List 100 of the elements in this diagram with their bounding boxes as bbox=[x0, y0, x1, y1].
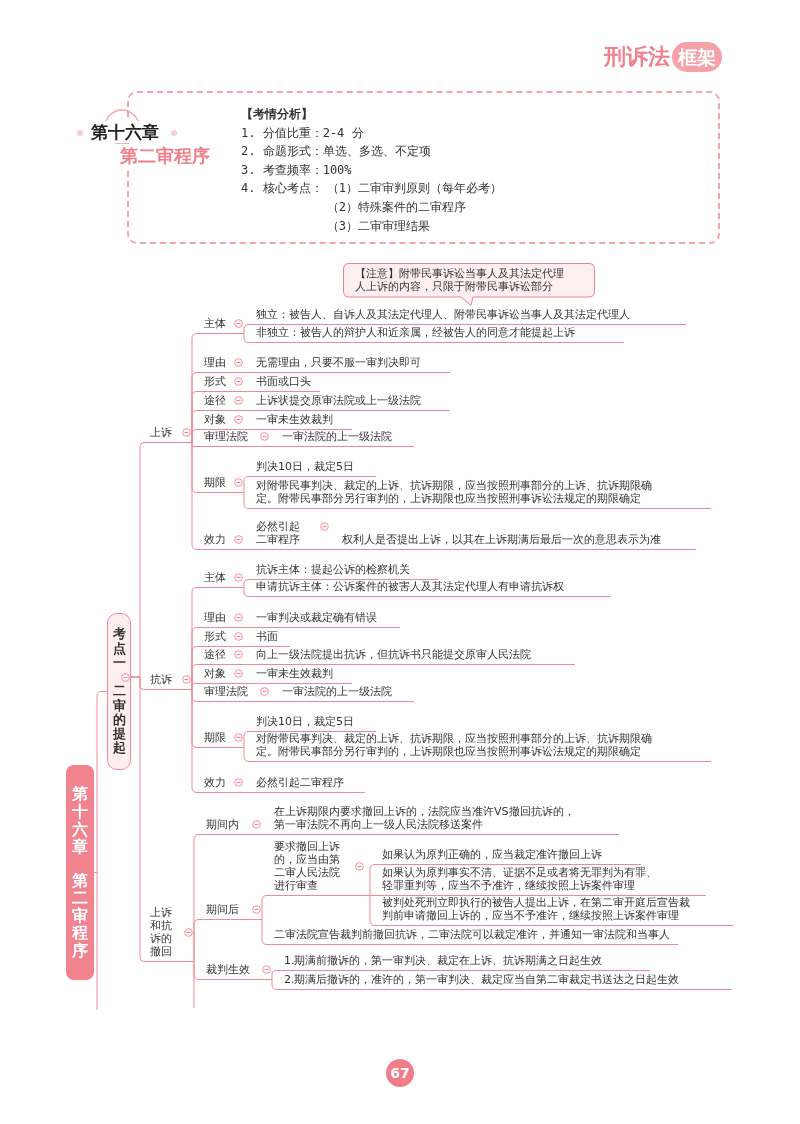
underlined-topic bbox=[276, 430, 414, 447]
connector-line bbox=[191, 442, 199, 550]
connector-line bbox=[243, 731, 251, 748]
topic-text: 效力 bbox=[204, 533, 226, 546]
connector-line bbox=[243, 372, 251, 373]
underlined-topic bbox=[198, 667, 244, 684]
connector-line bbox=[243, 333, 251, 343]
topic-text: 审理法院 bbox=[204, 685, 248, 698]
topic-text: 途径 bbox=[204, 394, 226, 407]
underlined-topic bbox=[200, 963, 272, 980]
connector-line bbox=[243, 429, 251, 430]
topic-text: 必然引起二审程序 bbox=[256, 776, 344, 789]
panel-heading: 【考情分析】 bbox=[241, 106, 313, 123]
connector-line bbox=[93, 691, 108, 873]
topic-label: 考点一 bbox=[112, 627, 126, 671]
banner-text: 第十六章 bbox=[72, 785, 88, 856]
connector-line bbox=[243, 747, 251, 762]
underlined-topic bbox=[198, 648, 244, 665]
underlined-topic bbox=[376, 896, 733, 926]
topic-text: 期间后 bbox=[206, 903, 239, 916]
topic-text: 期限 bbox=[204, 731, 226, 744]
connector-line bbox=[243, 391, 251, 392]
underlined-topic bbox=[250, 715, 376, 732]
underlined-topic bbox=[250, 520, 330, 550]
topic-text: 要求撤回上诉的，应当由第二审人民法院进行审查 bbox=[274, 840, 341, 892]
underlined-topic bbox=[250, 308, 686, 325]
topic-text: 上诉和抗诉的撤回 bbox=[150, 906, 173, 958]
underlined-topic bbox=[198, 413, 244, 430]
connector-line bbox=[243, 476, 251, 493]
connector-line bbox=[243, 627, 251, 628]
underlined-topic bbox=[250, 648, 575, 665]
underlined-topic bbox=[250, 732, 711, 762]
topic-text: 对附带民事判决、裁定的上诉、抗诉期限，应当按照刑事部分的上诉、抗诉期限确定。附带民事部分另行审判的，上诉期限也应当按照刑事诉讼法规定的期限确定 bbox=[256, 732, 653, 758]
connector-line bbox=[243, 579, 251, 588]
connector-line bbox=[193, 919, 201, 962]
underlined-topic bbox=[336, 533, 696, 550]
underlined-topic bbox=[198, 430, 270, 447]
underlined-topic bbox=[250, 394, 450, 411]
underlined-topic bbox=[250, 479, 711, 509]
topic-text: 抗诉主体：提起公诉的检察机关 bbox=[256, 563, 410, 576]
connector-line bbox=[271, 979, 279, 990]
underlined-topic bbox=[198, 476, 244, 493]
topic-text: 判决10日，裁定5日 bbox=[256, 460, 354, 473]
underlined-topic bbox=[250, 375, 320, 392]
topic-text: 效力 bbox=[204, 776, 226, 789]
topic-text: 途径 bbox=[204, 648, 226, 661]
note-text: 【注意】附带民事诉讼当事人及其法定代理人上诉的内容，只限于附带民事诉讼部分 bbox=[355, 267, 565, 293]
topic-text: 形式 bbox=[204, 375, 226, 388]
topic-text: 主体 bbox=[204, 571, 226, 584]
connector-line bbox=[271, 970, 279, 980]
connector-line bbox=[243, 324, 251, 334]
underlined-topic bbox=[200, 903, 262, 920]
topic-text: 书面或口头 bbox=[256, 375, 311, 388]
topic-text: 裁判生效 bbox=[206, 963, 250, 976]
connector-line bbox=[261, 834, 269, 835]
topic-text: 上诉 bbox=[150, 426, 172, 439]
topic-text: 抗诉 bbox=[150, 673, 172, 686]
topic-text: 二审法院宣告裁判前撤回抗诉，二审法院可以裁定准许，并通知一审法院和当事人 bbox=[274, 928, 670, 941]
page-number: 67 bbox=[386, 1059, 414, 1087]
underlined-topic bbox=[250, 413, 352, 430]
topic-text: 上诉状提交原审法院或上一级法院 bbox=[256, 394, 421, 407]
topic-text: 一审判决或裁定确有错误 bbox=[256, 611, 377, 624]
list-item: 1. 分值比重：2-4 分 bbox=[241, 124, 364, 142]
connector-line bbox=[269, 446, 277, 447]
series-title: 刑诉法 bbox=[604, 43, 670, 71]
topic-text: 被判处死刑立即执行的被告人提出上诉，在第二审开庭后宣告裁判前申请撤回上诉的，应当不予准许，继续按照上诉案件审理 bbox=[382, 896, 691, 922]
underlined-topic bbox=[198, 731, 244, 748]
underlined-topic bbox=[144, 673, 192, 690]
underlined-topic bbox=[276, 685, 414, 702]
connector-line bbox=[243, 410, 251, 411]
speech-bubble bbox=[343, 263, 595, 306]
underlined-topic bbox=[198, 394, 244, 411]
underlined-topic bbox=[250, 563, 438, 580]
underlined-topic bbox=[268, 928, 678, 945]
topic-text: 形式 bbox=[204, 630, 226, 643]
underlined-topic bbox=[250, 326, 624, 343]
chapter-title: 第二审程序 bbox=[118, 144, 212, 168]
topic-text: 在上诉期限内要求撤回上诉的，法院应当准许VS撤回抗诉的，第一审法院不再向上一级人民法院移送案件 bbox=[274, 805, 576, 831]
underlined-topic bbox=[198, 533, 244, 550]
connector-line bbox=[243, 492, 251, 509]
underlined-topic bbox=[144, 906, 194, 962]
topic-text: 书面 bbox=[256, 630, 278, 643]
topic-label: 二审的提起 bbox=[112, 684, 126, 756]
topic-text: 申请抗诉主体：公诉案件的被害人及其法定代理人有申请抗诉权 bbox=[256, 580, 564, 593]
topic-text: 一审未生效裁判 bbox=[256, 667, 333, 680]
topic-text: 一审未生效裁判 bbox=[256, 413, 333, 426]
topic-text: 期限 bbox=[204, 476, 226, 489]
topic-text: 2.期满后撤诉的，准许的，第一审判决、裁定应当自第二审裁定书送达之日起生效 bbox=[284, 973, 680, 986]
underlined-topic bbox=[250, 460, 376, 477]
topic-text: 如果认为原判正确的，应当裁定准许撤回上诉 bbox=[382, 848, 602, 861]
underlined-topic bbox=[376, 866, 706, 896]
underlined-topic bbox=[200, 818, 262, 835]
connector-line bbox=[243, 683, 251, 684]
chapter-number: 第十六章 bbox=[89, 121, 161, 143]
chapter-banner bbox=[66, 765, 94, 980]
topic-text: 无需理由，只要不服一审判决即可 bbox=[256, 356, 421, 369]
underlined-topic bbox=[268, 840, 365, 896]
underlined-topic bbox=[198, 630, 244, 647]
topic-text: 主体 bbox=[204, 317, 226, 330]
underlined-topic bbox=[250, 611, 400, 628]
